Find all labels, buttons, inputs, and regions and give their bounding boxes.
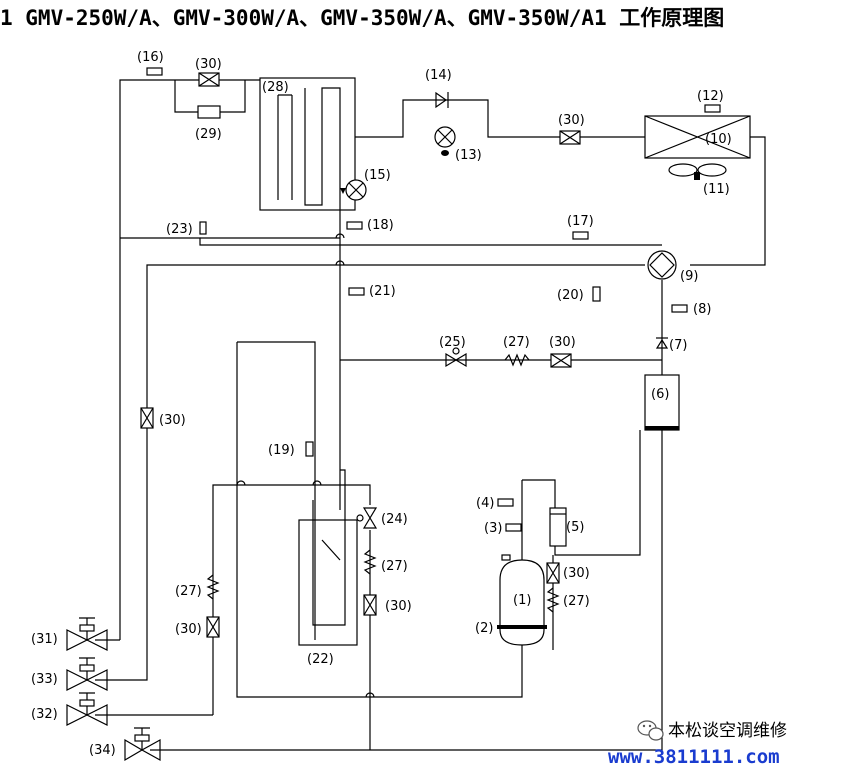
watermark-url: www.3811111.com xyxy=(608,746,780,768)
oil-separator-5 xyxy=(549,507,567,547)
label-27-c: (27) xyxy=(563,594,590,609)
label-25: (25) xyxy=(439,335,466,350)
sensor-4 xyxy=(497,498,514,507)
filter-30-compressor xyxy=(546,562,560,584)
filter-30-top xyxy=(198,72,220,87)
label-34: (34) xyxy=(89,743,116,758)
label-22: (22) xyxy=(307,652,334,667)
component-labels: (16) (30) (29) (28) (14) (13) (30) (12) … xyxy=(31,50,732,758)
label-30-e: (30) xyxy=(385,599,412,614)
filter-30-line xyxy=(550,353,572,368)
capillary-27-compressor xyxy=(546,587,560,613)
fan-11 xyxy=(668,163,727,180)
sensor-12 xyxy=(704,104,721,113)
four-way-valve-9 xyxy=(647,250,677,280)
filter-30-outdoor xyxy=(559,130,581,145)
label-30-d: (30) xyxy=(159,413,186,428)
sensor-17 xyxy=(572,231,589,240)
label-20: (20) xyxy=(557,288,584,303)
label-10: (10) xyxy=(705,132,732,147)
label-21: (21) xyxy=(369,284,396,299)
label-12: (12) xyxy=(697,89,724,104)
capillary-27-left xyxy=(206,574,220,600)
label-30-f: (30) xyxy=(563,566,590,581)
label-32: (32) xyxy=(31,707,58,722)
label-1: (1) xyxy=(513,593,531,608)
label-16: (16) xyxy=(137,50,164,65)
component-29 xyxy=(197,105,221,119)
label-19: (19) xyxy=(268,443,295,458)
compressor-1 xyxy=(497,554,547,646)
sensor-16 xyxy=(146,67,163,76)
capillary-27-center xyxy=(363,549,377,575)
service-valve-31[interactable] xyxy=(66,617,108,651)
label-27-d: (27) xyxy=(175,584,202,599)
label-31: (31) xyxy=(31,632,58,647)
sensor-8 xyxy=(671,304,688,313)
check-valve-7 xyxy=(655,337,669,349)
label-11: (11) xyxy=(703,182,730,197)
label-23: (23) xyxy=(166,222,193,237)
filter-30-left xyxy=(140,407,154,429)
label-8: (8) xyxy=(693,302,711,317)
expansion-valve-13 xyxy=(434,126,456,156)
filter-30-center xyxy=(363,594,377,616)
pipe-network xyxy=(95,77,766,751)
label-3: (3) xyxy=(484,521,502,536)
diagram-title: 1 GMV-250W/A、GMV-300W/A、GMV-350W/A、GMV-3… xyxy=(0,6,725,30)
label-5: (5) xyxy=(566,520,584,535)
wechat-icon xyxy=(637,720,664,741)
label-27-b: (27) xyxy=(381,559,408,574)
label-18: (18) xyxy=(367,218,394,233)
label-17: (17) xyxy=(567,214,594,229)
sensor-21 xyxy=(348,287,365,296)
service-valve-34[interactable] xyxy=(124,727,161,762)
watermark: 本松谈空调维修 www.3811111.com xyxy=(608,720,787,768)
service-valve-33[interactable] xyxy=(66,657,108,691)
label-9: (9) xyxy=(680,269,698,284)
label-33: (33) xyxy=(31,672,58,687)
filter-30-lower-left xyxy=(206,616,220,638)
check-valve-14 xyxy=(435,91,449,109)
service-valve-32[interactable] xyxy=(66,692,108,726)
label-30-c: (30) xyxy=(549,335,576,350)
sensor-23 xyxy=(199,221,207,235)
label-15: (15) xyxy=(364,168,391,183)
label-4: (4) xyxy=(476,496,494,511)
label-28: (28) xyxy=(262,80,289,95)
label-30-b: (30) xyxy=(558,113,585,128)
label-13: (13) xyxy=(455,148,482,163)
label-29: (29) xyxy=(195,127,222,142)
label-6: (6) xyxy=(651,387,669,402)
expansion-valve-15 xyxy=(340,179,367,201)
sensor-19 xyxy=(305,441,314,457)
valve-25 xyxy=(445,347,467,368)
label-24: (24) xyxy=(381,512,408,527)
label-14: (14) xyxy=(425,68,452,83)
sensor-3 xyxy=(505,523,522,532)
label-2: (2) xyxy=(475,621,493,636)
label-30-a: (30) xyxy=(195,57,222,72)
label-30-g: (30) xyxy=(175,622,202,637)
label-27-a: (27) xyxy=(503,335,530,350)
capillary-27-horizontal xyxy=(504,353,530,367)
label-7: (7) xyxy=(669,338,687,353)
outdoor-heat-exchanger-10 xyxy=(644,115,751,159)
sensor-18 xyxy=(346,221,363,230)
accumulator-6 xyxy=(644,374,680,431)
watermark-brand: 本松谈空调维修 xyxy=(668,721,787,741)
sensor-20 xyxy=(592,286,601,302)
valve-24 xyxy=(356,507,378,529)
